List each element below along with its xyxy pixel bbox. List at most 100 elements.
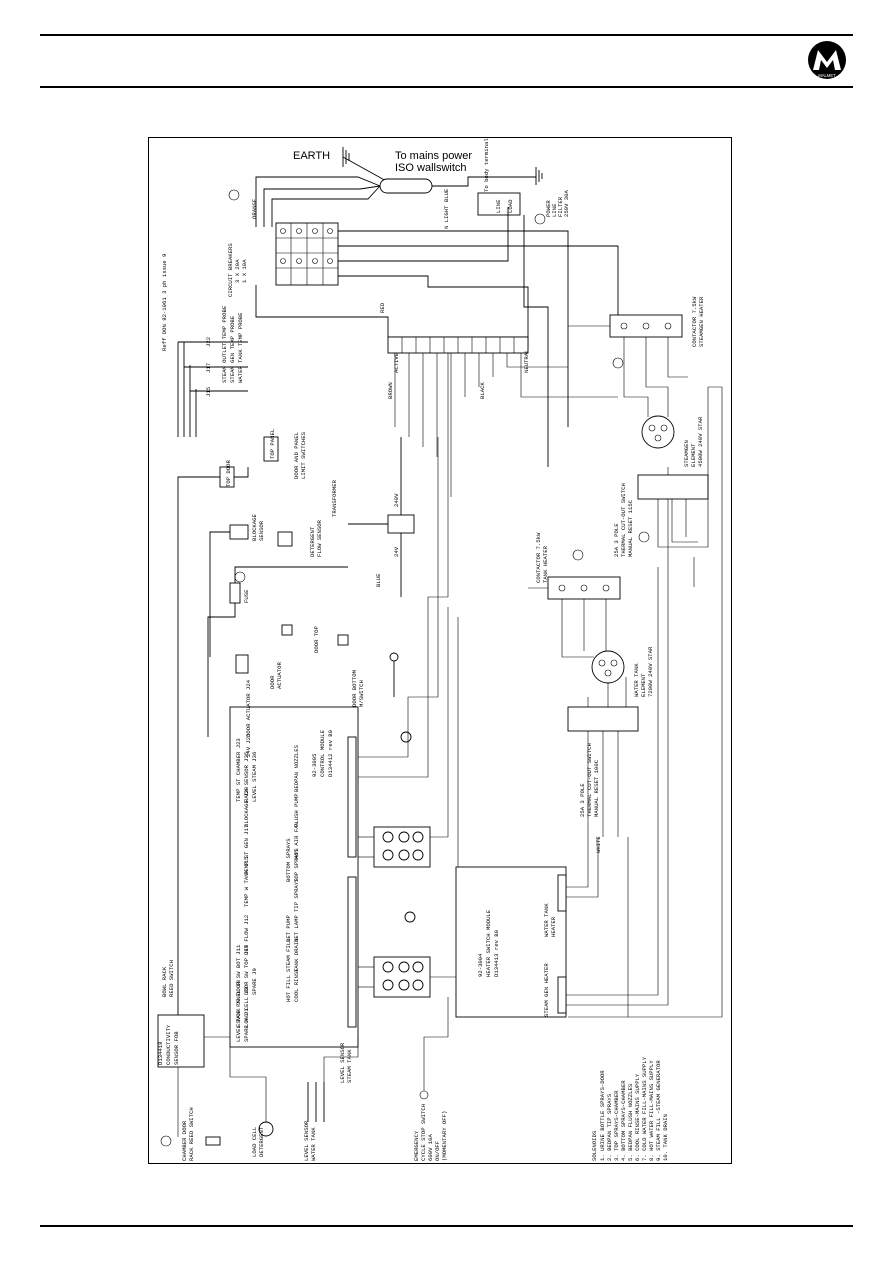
conn-j24: DOOR ACTUATOR J24 <box>245 679 252 737</box>
drawing-ref: Reff DON 92-1061 3 ph issue 9 <box>161 254 168 351</box>
cutout-100-1: 25A 3 POLE <box>579 783 586 817</box>
conn-j3: LOAD CELL J3 <box>243 987 250 1027</box>
control-connectors-right: BEDPAN NOZZLES FLUSH PUMP HOT AIR FAN BO… <box>285 744 300 1002</box>
out-tank-drain: TANK DRAIN <box>293 938 300 972</box>
malmet-logo: MALMET <box>808 41 846 79</box>
conn-j20: BLOCKAGE J20 <box>243 786 250 827</box>
diagram-frame <box>148 137 732 1164</box>
heater-module-3: D134413 rev B0 <box>493 929 500 977</box>
filter-label-1: POWER <box>545 200 552 217</box>
level-water-1: LEVEL SENSOR <box>303 1120 310 1161</box>
header-rule-lower <box>40 86 853 88</box>
control-module-1: 92-3005 <box>311 754 318 778</box>
solenoid-legend: SOLENOIDS 1. URINE BOTTLE SPRAYS-DOOR 2.… <box>591 1056 669 1161</box>
estop-4: ON/OFF <box>434 1141 441 1161</box>
probe-jack-j17: J17 <box>205 363 212 373</box>
wire-blue: BLUE <box>375 573 382 587</box>
conn-j9: SPARE J9 <box>251 968 258 995</box>
out-flush-pump: FLUSH PUMP <box>293 793 300 827</box>
out-hot-fill: HOT FILL <box>285 975 292 1002</box>
probe-jack-j22: J22 <box>205 337 212 347</box>
sensors-upper: BLOCKAGE SENSOR DETERGENT FLOW SENSOR <box>209 514 323 657</box>
bowl-rack-2: REED SWITCH <box>168 960 175 997</box>
contactor-tank-1: CONTACTOR 7.5kW <box>535 532 542 583</box>
level-steam-1: LEVEL SENSOR <box>339 1042 346 1083</box>
conn-j17: TEMP ST GEN J17 <box>243 825 250 875</box>
cutout-115-2: THERMAL CUT-OUT SWITCH <box>620 483 627 557</box>
solenoid-7: 7. COLD WATER FILL-MAINS SUPPLY <box>641 1056 648 1161</box>
top-panel-label: TOP PANEL <box>269 429 276 459</box>
conn-j15: TEMP W TANK J15 <box>243 857 250 907</box>
conductivity-2: SENSOR FOB <box>173 1031 180 1065</box>
header-rule <box>40 34 853 36</box>
out-det-pump: DET PUMP <box>285 915 292 942</box>
cutout-100-2: THERMAL CUT-OUT SWITCH <box>586 743 593 817</box>
logo-text: MALMET <box>818 73 836 78</box>
terminal-line: LINE <box>495 199 502 213</box>
out-hot-air-fan: HOT AIR FAN <box>293 822 300 859</box>
filter-label-3: FILTER <box>557 196 564 217</box>
wiring-diagram: EARTH To mains power ISO wallswitch Reff… <box>157 138 723 1161</box>
probe-jack-j15: J15 <box>205 387 212 397</box>
solenoid-10: 10. TANK DRAIN <box>662 1114 669 1161</box>
temp-probes: STEAM OUTLET TEMP PROBE STEAM GEN TEMP P… <box>177 305 248 437</box>
earth-label: EARTH <box>293 150 330 162</box>
door-panel-switches: DOOR AND PANEL LIMIT SWITCHES TOP PANEL … <box>177 429 307 1017</box>
conn-j25: 24V J25 <box>245 734 252 758</box>
contactor-steamgen-2: STEAMGEN HEATER <box>698 296 705 347</box>
steamgen-heater: STEAMGEN ELEMENT 4500W 240V STAR 25A 3 P… <box>613 387 709 557</box>
heater-label-heater: HEATER <box>550 916 557 937</box>
level-steam-2: STEAM TANK <box>346 1049 353 1083</box>
probe-steam-gen: STEAM GEN TEMP PROBE <box>229 315 236 383</box>
solenoid-2: 2. BEDPAN TIP SPRAYS <box>606 1093 613 1161</box>
cb-label-3: 1 X 10A <box>241 259 248 283</box>
probe-water-tank: WATER TANK TEMP PROBE <box>237 312 244 383</box>
conn-j2: LEVEL TANK J2 <box>235 998 242 1042</box>
door-bottom-switch-1: DOOR BOTTOM <box>351 670 358 707</box>
out-det-lamp: DET LAMP <box>293 915 300 942</box>
filter-label-2: LINE <box>551 203 558 217</box>
solenoid-9: 9. STEAM FILL -STEAM GENERATOR <box>655 1060 662 1161</box>
blockage-sensor-1: BLOCKAGE <box>251 514 258 541</box>
wire-color-labels: RED BLUE WHITE BROWN BLACK ORANGE <box>251 198 602 853</box>
det-flow-sensor-1: DETERGENT <box>309 526 316 557</box>
mains-label-1: To mains power <box>395 150 472 162</box>
door-bottom-switch-2: M/SWITCH <box>358 680 365 707</box>
heater-module-1: 92-3004 <box>477 953 484 977</box>
conn-j11: DOOR SW BOT J11 <box>235 944 242 995</box>
mains-label-2: ISO wallswitch <box>395 162 467 174</box>
conn-j12: DET FLOW J12 <box>243 915 250 955</box>
control-module: 92-3005 CONTROL MODULE D134412 rev B0 DO… <box>229 679 359 1048</box>
wire-red: RED <box>379 302 386 313</box>
wire-brown: BROWN <box>387 382 394 399</box>
water-tank-element-1: WATER TANK <box>633 663 640 697</box>
transformer: TRANSFORMER 240V 24V <box>331 437 415 597</box>
load-cell-2: DETERGENT <box>258 1126 265 1157</box>
level-water-2: WATER TANK <box>310 1127 317 1161</box>
heater-label-steamgen: STEAM GEN HEATER <box>543 963 550 1017</box>
solenoid-cluster <box>358 353 459 998</box>
door-actuator: DOOR ACTUATOR DOOR TOP DOOR BOTTOM M/SWI… <box>235 624 399 707</box>
solenoid-1: 1. URINE BOTTLE SPRAYS-DOOR <box>599 1070 606 1161</box>
cutout-115-1: 25A 3 POLE <box>613 523 620 557</box>
contactor-tank-2: TANK HEATER <box>542 545 549 583</box>
tank-contactor: CONTACTOR 7.5kW TANK HEATER <box>528 532 621 658</box>
solenoid-4: 4. BOTTOM SPRAYS-CHAMBER <box>620 1080 627 1161</box>
conductivity-1: CONDUCTIVITY <box>165 1024 172 1065</box>
conn-j8: ESVCE PANEL J8 <box>235 980 242 1027</box>
solenoid-6: 6. COOL RINSE-MAINS SUPPLY <box>634 1073 641 1161</box>
heater-switch-module: 92-3004 HEATER SWITCH MODULE D134413 rev… <box>455 467 669 1018</box>
out-top-sprays: TOP SPRAYS <box>293 848 300 882</box>
bowl-rack-1: BOWL RACK <box>161 966 168 997</box>
active-label: ACTIVE <box>393 352 400 373</box>
conductivity-3: D134418 <box>157 1042 164 1066</box>
steamgen-element-1: STEAMGEN <box>683 440 690 467</box>
contactor-steamgen-1: CONTACTOR 7.5kW <box>691 296 698 347</box>
fuse-label: FUSE <box>243 589 250 603</box>
estop-5: (MOMENTARY OFF) <box>441 1111 448 1161</box>
transformer-240v: 240V <box>393 493 400 507</box>
wire-black: BLACK <box>479 382 486 399</box>
chamber-door-1: CHAMBER DOOR <box>181 1120 188 1161</box>
blue-return-wires <box>568 386 723 1018</box>
cutout-115-3: MANUAL RESET 115C <box>627 499 634 557</box>
